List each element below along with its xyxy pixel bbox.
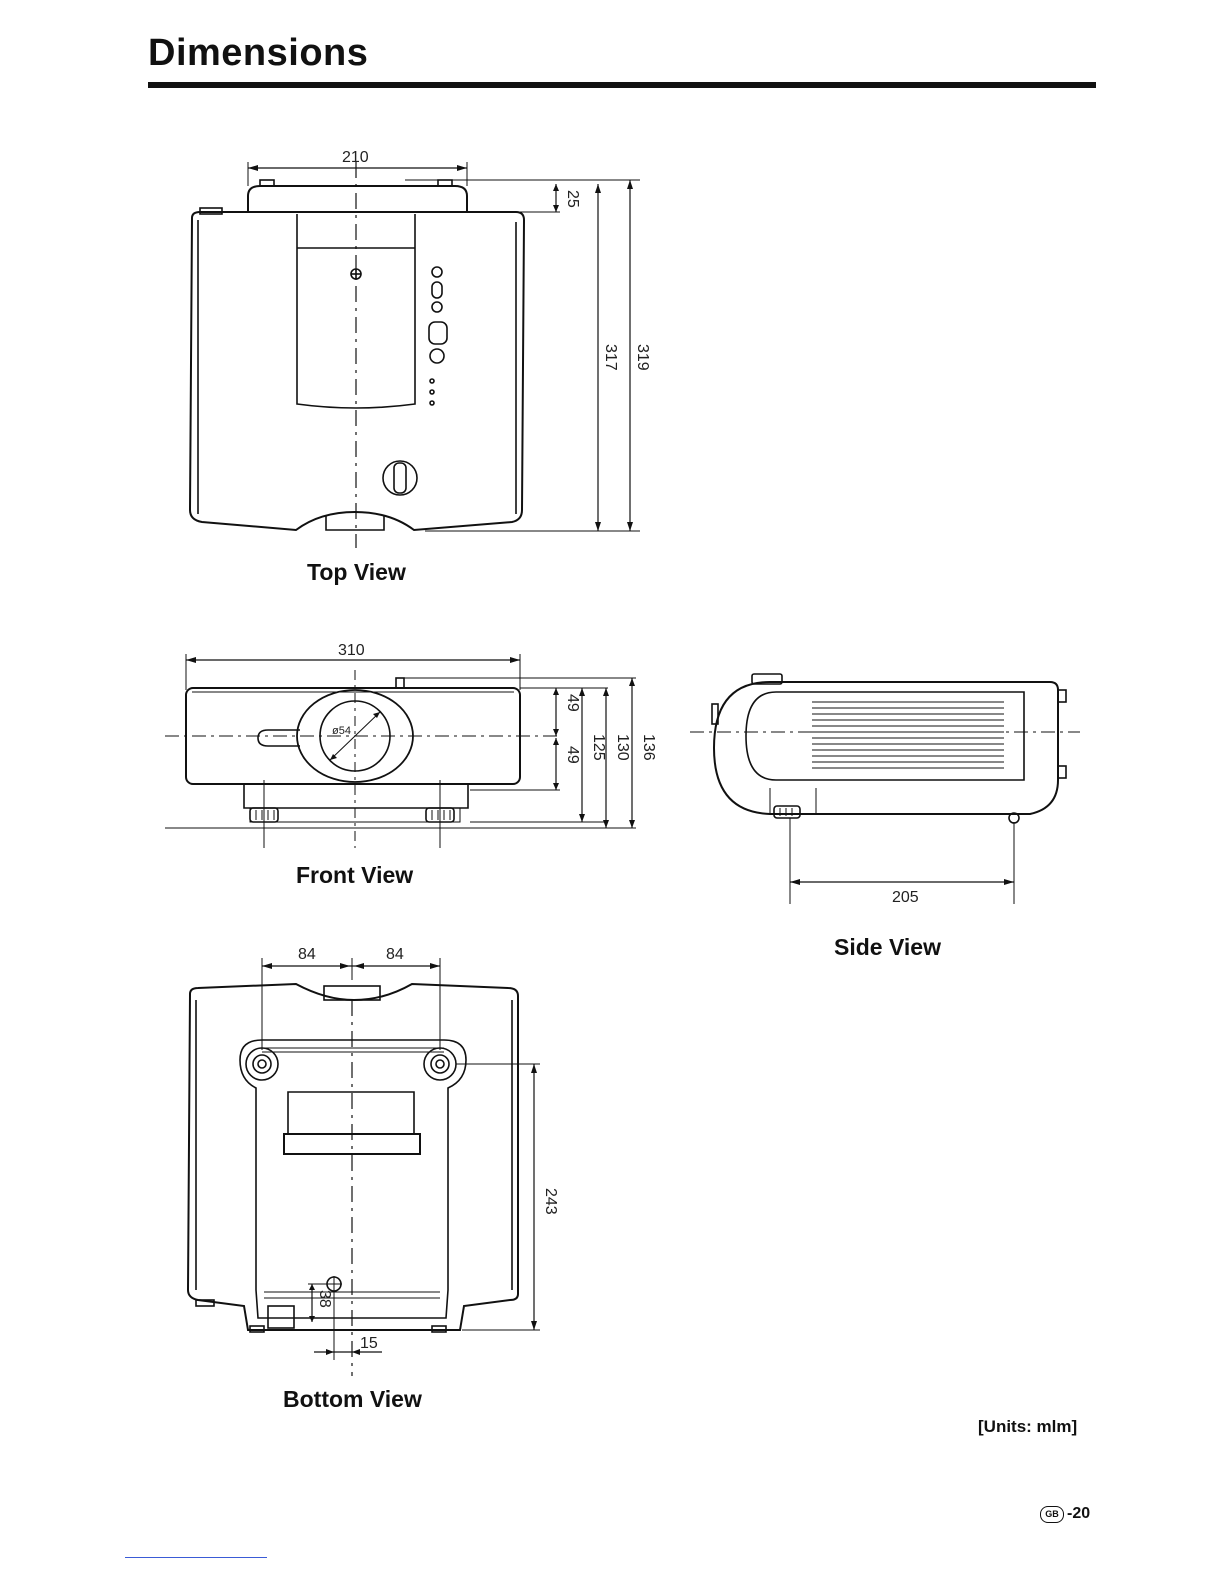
front-lower-dim: 49: [564, 746, 581, 764]
top-width-dim: 210: [342, 149, 369, 166]
bottom-view-drawing: [188, 958, 540, 1376]
front-h2-dim: 130: [614, 734, 631, 761]
page-footer: GB -20: [1040, 1505, 1090, 1523]
bottom-offset-x-dim: 15: [360, 1335, 378, 1352]
side-view-caption: Side View: [834, 934, 941, 961]
top-depth-total-dim: 319: [634, 344, 651, 371]
gb-badge-icon: GB: [1040, 1506, 1064, 1523]
footer-link-line: [125, 1557, 267, 1558]
top-depth-inner-dim: 317: [602, 344, 619, 371]
top-view-drawing: [190, 162, 640, 548]
units-note: [Units: mlm]: [978, 1417, 1077, 1437]
bottom-right-half-dim: 84: [386, 946, 404, 963]
bottom-view-caption: Bottom View: [283, 1386, 422, 1413]
front-width-dim: 310: [338, 642, 365, 659]
side-foot-span-dim: 205: [892, 889, 919, 906]
page-number: -20: [1067, 1505, 1090, 1523]
lens-diameter-dim: ø54: [332, 725, 351, 737]
front-h3-dim: 136: [640, 734, 657, 761]
front-view-caption: Front View: [296, 862, 413, 889]
front-h1-dim: 125: [590, 734, 607, 761]
side-view-drawing: [690, 674, 1080, 904]
bottom-left-half-dim: 84: [298, 946, 316, 963]
top-handle-dim: 25: [564, 190, 581, 208]
front-upper-dim: 49: [564, 694, 581, 712]
bottom-offset-y-dim: 38: [316, 1290, 333, 1308]
bottom-depth-dim: 243: [542, 1188, 559, 1215]
top-view-caption: Top View: [307, 559, 406, 586]
